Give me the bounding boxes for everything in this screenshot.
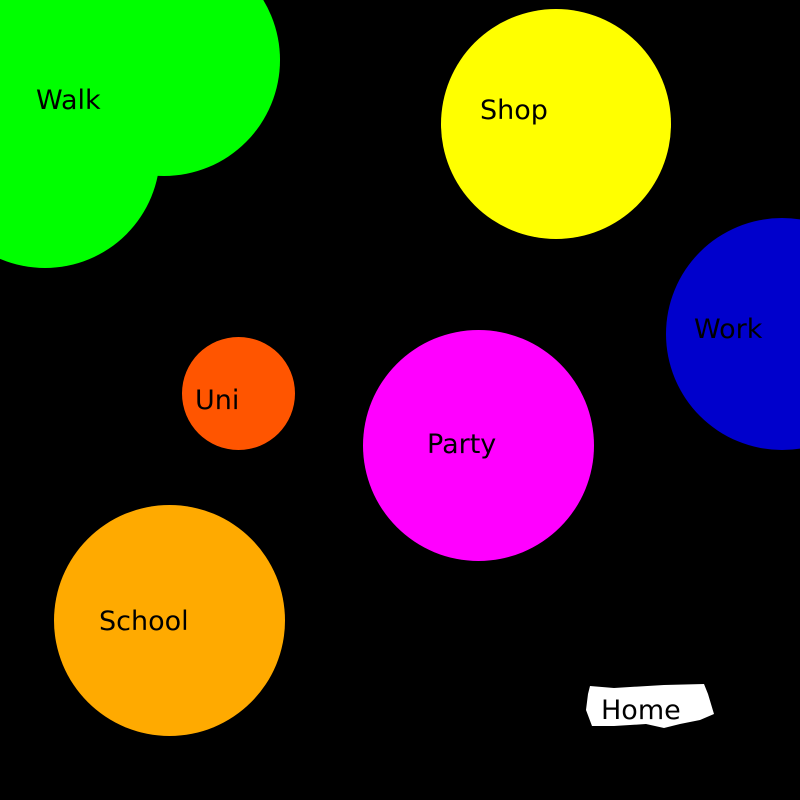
work-label: Work: [694, 314, 763, 345]
home-shape: [586, 684, 714, 728]
party-circle: [363, 330, 594, 561]
walk-label: Walk: [36, 85, 101, 116]
school-label: School: [99, 606, 189, 637]
home-label: Home: [601, 695, 681, 726]
uni-label: Uni: [195, 385, 240, 416]
uni-circle: [182, 337, 295, 450]
party-label: Party: [427, 429, 497, 460]
shop-label: Shop: [480, 95, 548, 126]
shop-circle: [441, 9, 671, 239]
school-circle: [54, 505, 285, 736]
home-polygon: [586, 684, 714, 728]
